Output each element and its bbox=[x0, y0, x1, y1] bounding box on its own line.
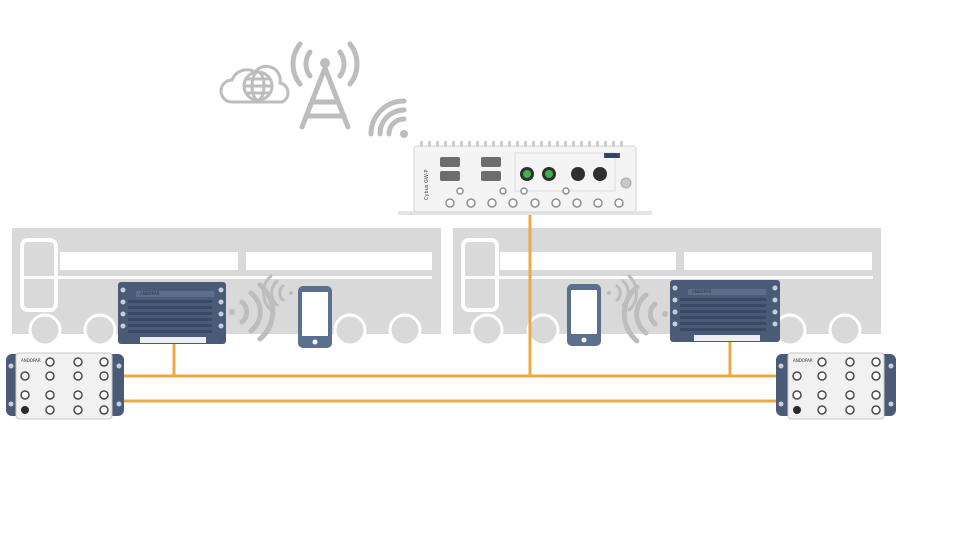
server-device: Cybus GW-P NLink bbox=[398, 141, 652, 215]
server-badge: NLink bbox=[606, 153, 618, 158]
train-car-right bbox=[453, 228, 881, 347]
wifi-icon bbox=[621, 284, 668, 344]
switch-device-left: ANDOPAR bbox=[6, 352, 124, 420]
smartphone-icon bbox=[298, 286, 332, 348]
server-model-label: Cybus GW-P bbox=[424, 170, 430, 200]
server-antenna-ports bbox=[445, 187, 624, 208]
router-left-brand: ANDOPAR bbox=[140, 291, 160, 296]
switch-device-right: ANDOPAR bbox=[776, 352, 896, 420]
switch-right-brand: ANDOPAR bbox=[793, 358, 813, 363]
router-device-left: ANDOPAR bbox=[118, 282, 226, 344]
router-right-brand: ANDOPAR bbox=[692, 289, 712, 294]
switch-left-brand: ANDOPAR bbox=[21, 358, 41, 363]
cell-tower-icon bbox=[290, 41, 360, 130]
cloud-globe-icon bbox=[219, 64, 290, 104]
train-car-left bbox=[12, 228, 441, 347]
wifi-icon bbox=[261, 274, 293, 312]
cable-lines bbox=[124, 215, 778, 403]
router-device-right: ANDOPAR bbox=[670, 280, 780, 342]
wifi-icon bbox=[368, 98, 408, 138]
smartphone-icon bbox=[567, 284, 601, 346]
